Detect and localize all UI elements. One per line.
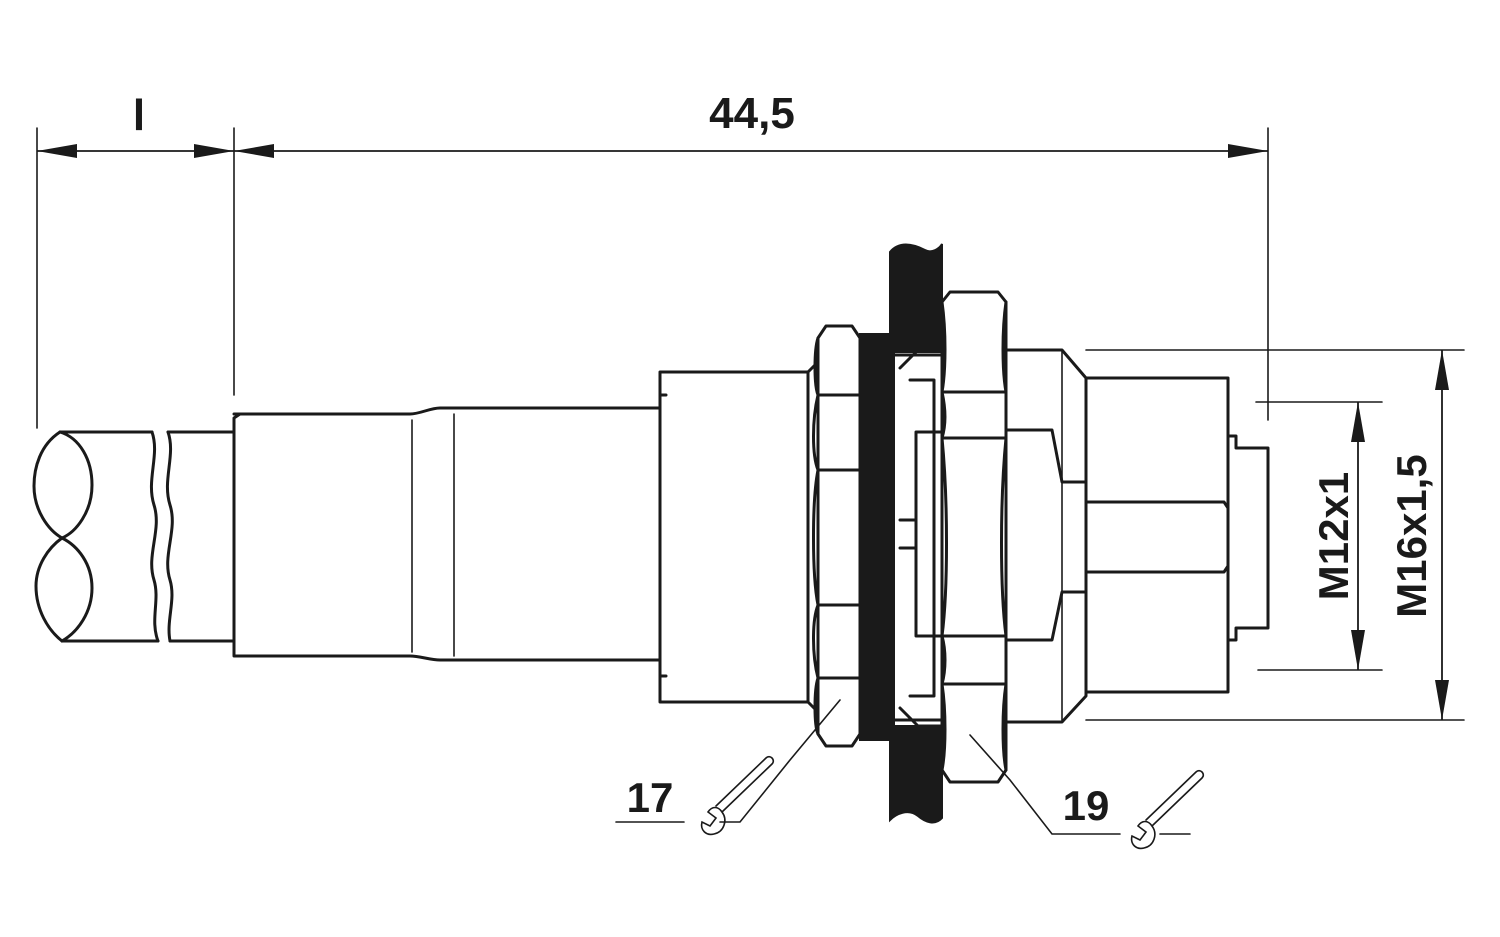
hex-nut-19 bbox=[940, 290, 1008, 784]
threaded-front bbox=[1004, 348, 1270, 724]
wrench-size-19-label: 19 bbox=[1063, 782, 1110, 829]
housing-body bbox=[892, 348, 944, 728]
hex-nut-17 bbox=[812, 324, 862, 748]
cable bbox=[32, 430, 236, 643]
seal-ring bbox=[859, 333, 895, 741]
outer-thread-label: M16x1,5 bbox=[1388, 454, 1435, 617]
cable-length-label: l bbox=[133, 91, 145, 140]
overall-length-label: 44,5 bbox=[709, 89, 795, 138]
grip-sleeve bbox=[232, 342, 820, 730]
wrench-icon bbox=[1130, 769, 1205, 850]
extension-lines bbox=[36, 127, 1465, 721]
leader-lines bbox=[615, 699, 1191, 835]
dimension-lines bbox=[37, 144, 1449, 720]
wrench-size-17-label: 17 bbox=[627, 774, 674, 821]
panel-wall bbox=[889, 243, 943, 824]
inner-thread-label: M12x1 bbox=[1310, 472, 1357, 600]
wrench-icon bbox=[700, 755, 775, 836]
